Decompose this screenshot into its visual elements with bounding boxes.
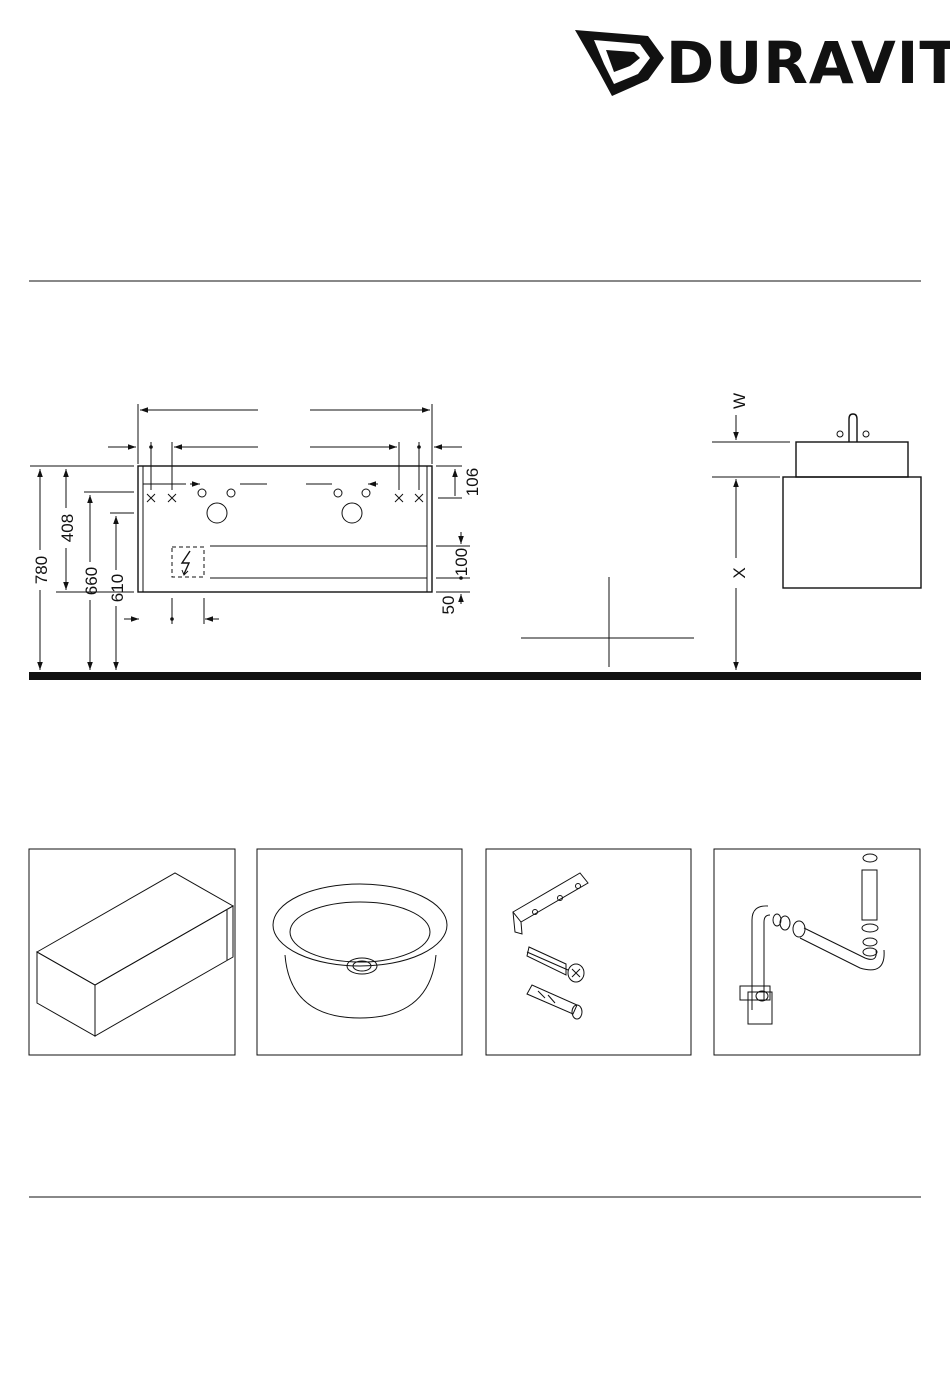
- duravit-bird-logo-icon: [575, 30, 664, 96]
- tap-holes: [184, 484, 370, 523]
- dim-tap-offset: 106: [463, 468, 482, 496]
- electrical-socket-icon: [172, 547, 204, 577]
- fixing-point-marks: [147, 494, 423, 502]
- side-view: W X: [712, 393, 921, 670]
- delivery-item-fixing-set: [486, 849, 691, 1055]
- dim-socket-height: 100: [452, 548, 471, 576]
- delivery-item-siphon: [714, 849, 920, 1055]
- vanity-unit-box-icon: [37, 873, 233, 1036]
- front-cabinet-outline: [138, 466, 432, 592]
- siphon-waste-pipe-icon: [740, 854, 884, 1024]
- brand-logo-text: DURAVIT: [666, 29, 950, 97]
- scope-of-delivery: [29, 849, 920, 1055]
- side-basin-outline: [796, 442, 908, 477]
- side-cabinet-outline: [783, 477, 921, 588]
- dim-top-height: 408: [58, 514, 77, 542]
- side-tap-icon: [837, 414, 869, 442]
- dim-basin-top: 660: [82, 567, 101, 595]
- dim-bottom-offset: 50: [439, 596, 458, 615]
- delivery-item-basin: [257, 849, 462, 1055]
- round-basin-bowl-icon: [273, 884, 447, 1018]
- brand-logo: DURAVIT: [575, 29, 950, 97]
- delivery-item-vanity-unit: [29, 849, 235, 1055]
- dim-total-height: 780: [32, 556, 51, 584]
- floor-line: [29, 672, 921, 680]
- front-view: 780 408 660 610 106 100 50: [30, 404, 482, 670]
- dim-cabinet-top: 610: [108, 574, 127, 602]
- dim-x: X: [730, 567, 749, 578]
- dim-w: W: [730, 393, 749, 409]
- drain-axis-cross: [521, 577, 694, 667]
- mounting-bracket-screw-dowel-icon: [513, 873, 588, 1019]
